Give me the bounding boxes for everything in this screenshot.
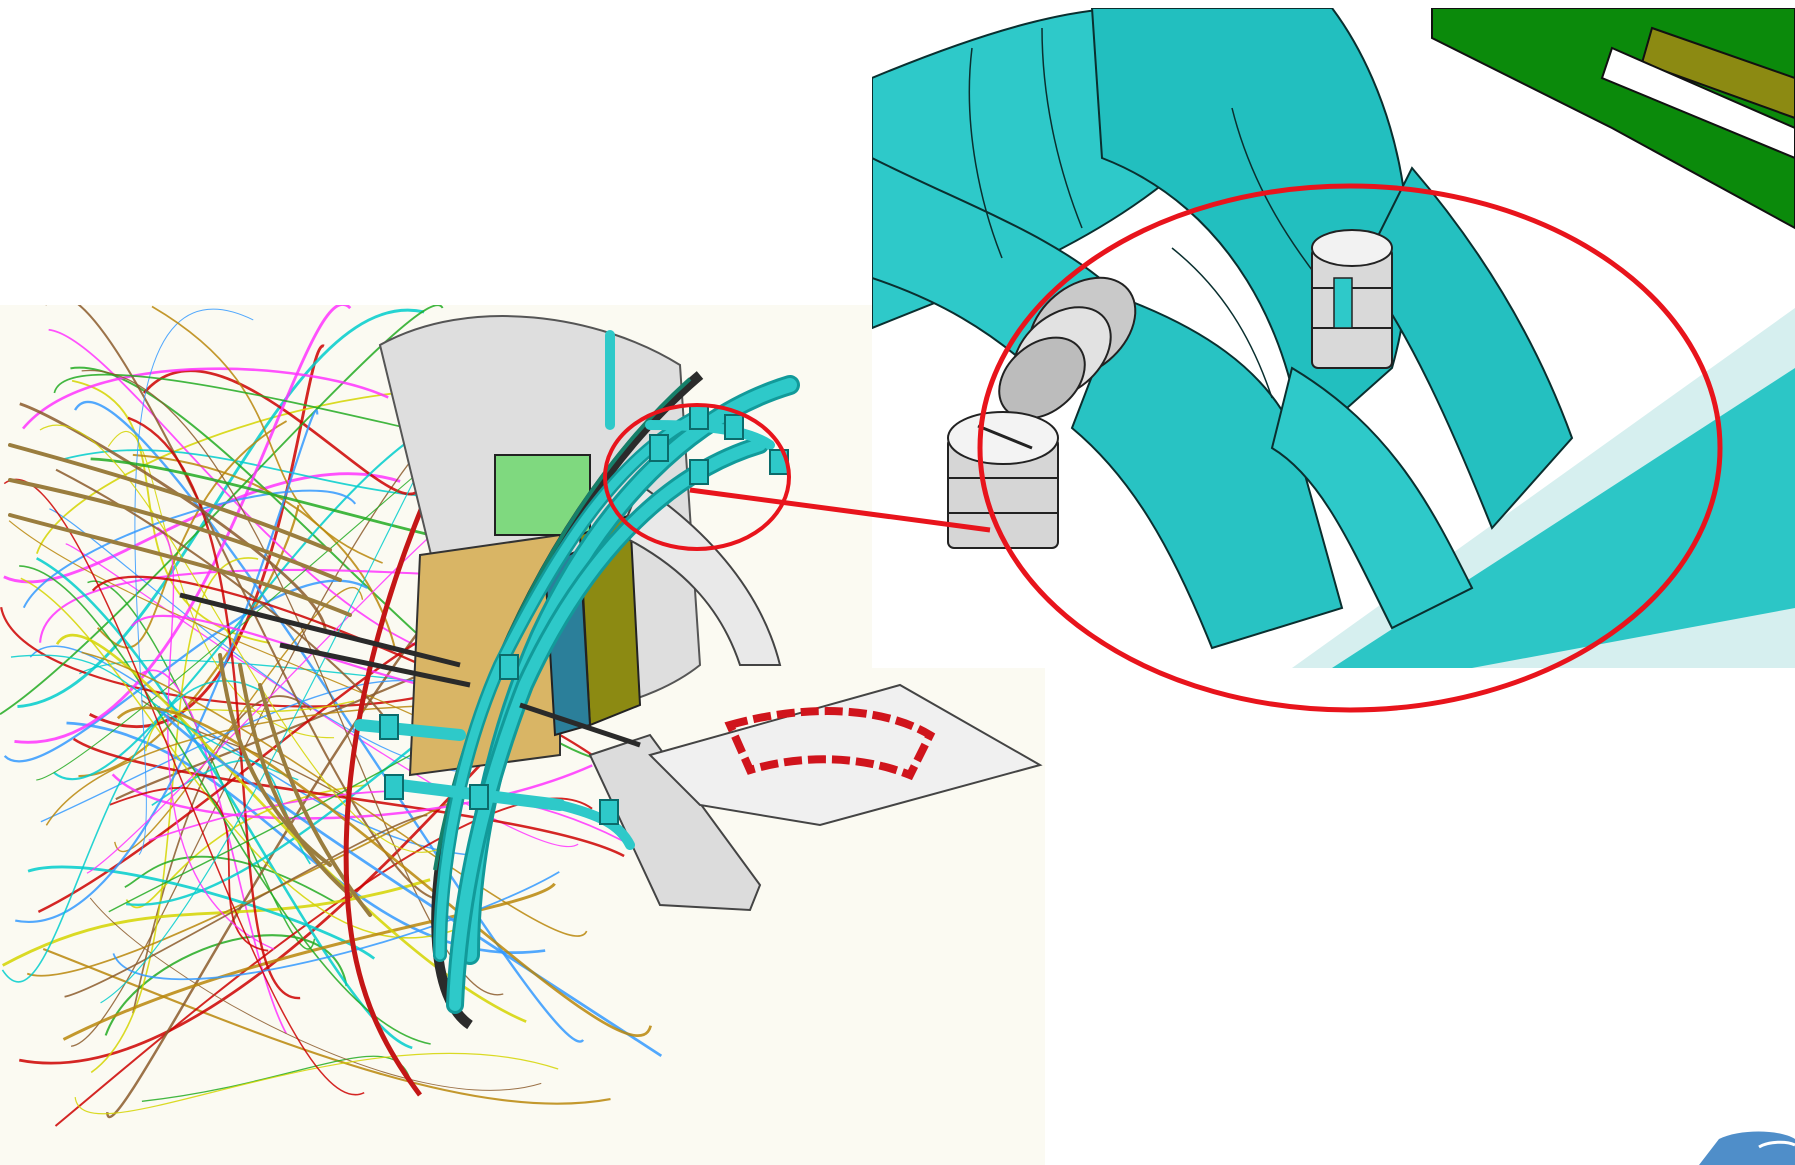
wire bbox=[22, 367, 389, 430]
wire bbox=[134, 308, 254, 856]
wire bbox=[40, 679, 432, 823]
olive-rail bbox=[1640, 26, 1795, 120]
wire bbox=[19, 565, 431, 1045]
wire bbox=[89, 897, 542, 1091]
cad-detail-drawing bbox=[872, 8, 1795, 668]
wire bbox=[156, 705, 663, 1058]
wire bbox=[74, 1052, 559, 1115]
wire bbox=[3, 478, 365, 1096]
wire bbox=[81, 651, 588, 937]
wire bbox=[1, 680, 261, 983]
wire bbox=[137, 669, 287, 1034]
wire bbox=[22, 489, 357, 609]
floor-red-track bbox=[724, 707, 936, 781]
wire bbox=[64, 814, 428, 998]
wire bbox=[96, 420, 288, 649]
wire bbox=[45, 704, 479, 826]
wire bbox=[62, 882, 556, 1041]
wire bbox=[90, 557, 259, 1074]
wire bbox=[111, 764, 593, 820]
wire bbox=[17, 308, 425, 708]
harness-bundle bbox=[8, 443, 372, 917]
upper-clamp bbox=[1311, 229, 1393, 369]
wire bbox=[116, 706, 653, 1037]
wire bbox=[45, 305, 440, 901]
structural-spars bbox=[179, 592, 641, 748]
wire bbox=[39, 424, 451, 853]
floor-bracket bbox=[648, 683, 1043, 827]
wire bbox=[144, 700, 355, 752]
wire bbox=[72, 737, 625, 858]
wire bbox=[15, 409, 319, 923]
cad-detail-image bbox=[872, 8, 1795, 668]
red-frame-member bbox=[343, 403, 473, 1097]
white-rail bbox=[1600, 46, 1795, 160]
wire bbox=[42, 948, 611, 1105]
wire bbox=[151, 305, 383, 564]
wire bbox=[10, 654, 299, 781]
clamp-cylinder bbox=[947, 411, 1059, 549]
wire bbox=[29, 645, 482, 857]
wire bbox=[3, 472, 401, 584]
wire bbox=[3, 579, 368, 763]
wire bbox=[20, 577, 463, 939]
lower-bracket-leg bbox=[588, 733, 762, 912]
wire bbox=[0, 305, 444, 716]
wire bbox=[78, 504, 300, 778]
wire bbox=[49, 508, 470, 773]
wire bbox=[141, 1055, 412, 1102]
wire bbox=[124, 855, 336, 903]
wire bbox=[112, 871, 560, 981]
wire bbox=[19, 402, 327, 632]
wire bbox=[109, 787, 269, 952]
corner-logo-icon bbox=[1699, 1131, 1795, 1165]
wire bbox=[142, 369, 422, 496]
